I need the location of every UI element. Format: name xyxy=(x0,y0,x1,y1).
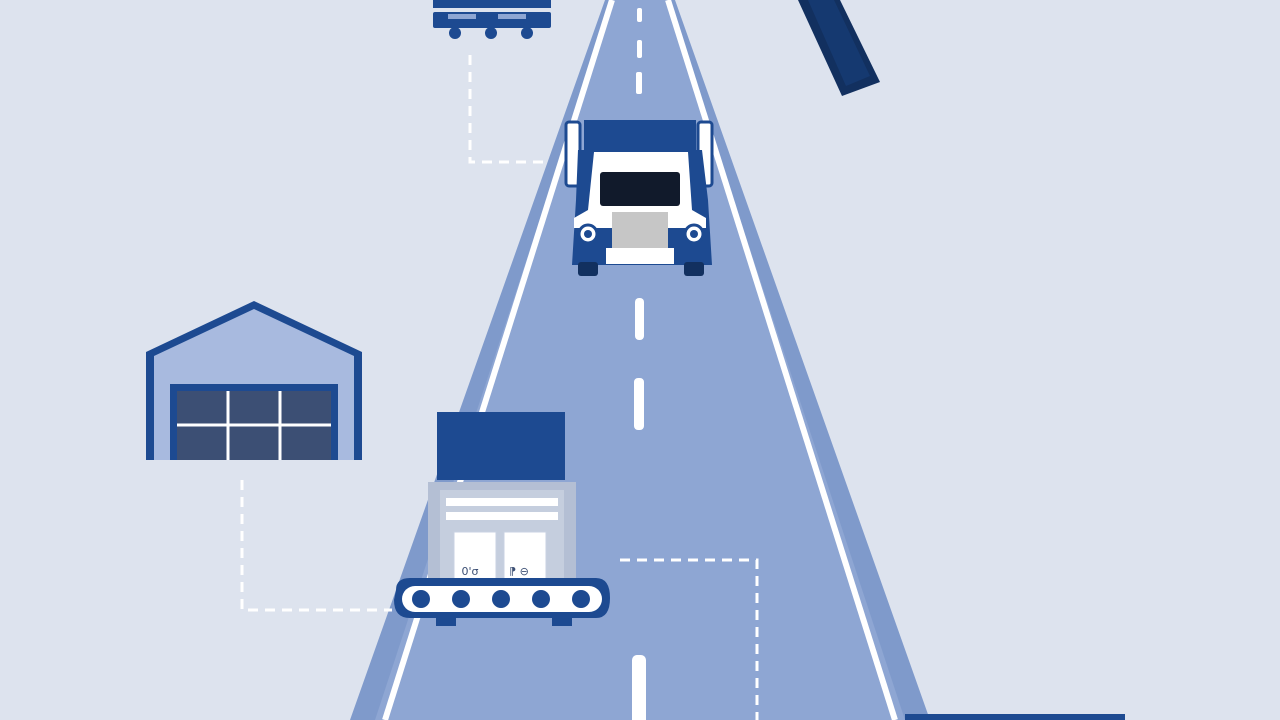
path-warehouse-to-conveyor xyxy=(240,480,392,612)
path-road-branch xyxy=(620,558,759,720)
box-label: ⁋ ⊖ xyxy=(509,565,529,578)
conveyor-rollers xyxy=(412,590,590,608)
platform-edge xyxy=(905,714,1125,720)
path-trailer-to-road xyxy=(468,55,548,164)
barrier-arm-icon xyxy=(798,0,880,96)
freight-trailer-icon xyxy=(433,0,551,39)
delivery-truck-icon xyxy=(564,120,714,276)
box-label: 0'σ xyxy=(462,565,479,578)
conveyor-belt-icon: 0'σ ⁋ ⊖ xyxy=(394,412,610,626)
boxes: 0'σ ⁋ ⊖ xyxy=(453,531,547,581)
road-edge-line-right xyxy=(665,0,898,720)
road-center-dashes xyxy=(632,8,646,720)
warehouse-icon xyxy=(146,301,362,460)
route-paths xyxy=(240,55,759,720)
